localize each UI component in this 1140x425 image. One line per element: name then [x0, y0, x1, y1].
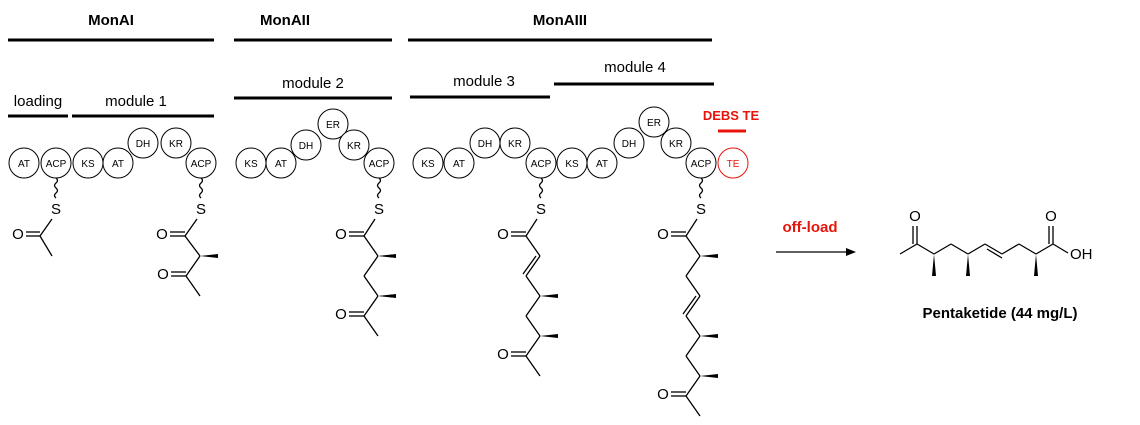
domain-er-2: ER: [317, 108, 349, 140]
domain-er-4: ER: [638, 106, 670, 138]
svg-text:O: O: [657, 386, 669, 403]
domain-dh-3: DH: [469, 127, 501, 159]
svg-text:O: O: [156, 226, 168, 243]
domain-dh-1: DH: [127, 127, 159, 159]
svg-text:S: S: [696, 201, 706, 218]
module-label-4: module 4: [604, 59, 666, 76]
domain-acp-4: ACP: [685, 147, 717, 179]
domain-acp-loading: ACP: [40, 147, 72, 179]
intermediate-module-1: S O O: [156, 201, 218, 297]
svg-text:ACP: ACP: [191, 159, 212, 170]
intermediate-module-2: S O O: [335, 201, 396, 337]
offload-label: off-load: [783, 219, 838, 236]
module-label-3: module 3: [453, 73, 515, 90]
svg-text:KR: KR: [347, 141, 361, 152]
svg-text:TE: TE: [727, 159, 740, 170]
svg-text:KS: KS: [421, 159, 435, 170]
svg-text:ACP: ACP: [369, 159, 390, 170]
svg-text:O: O: [157, 266, 169, 283]
product-label: Pentaketide (44 mg/L): [922, 305, 1077, 322]
domain-ks-3: KS: [412, 147, 444, 179]
domain-te: TE: [717, 147, 749, 179]
intermediate-module-3: S O O: [497, 201, 558, 377]
domain-acp-2: ACP: [363, 147, 395, 179]
svg-text:ER: ER: [647, 118, 661, 129]
acp-tethers: [53, 177, 704, 199]
svg-text:DH: DH: [136, 139, 150, 150]
svg-text:KR: KR: [169, 139, 183, 150]
protein-label-monaii: MonAII: [260, 12, 310, 29]
module-label-2: module 2: [282, 75, 344, 92]
domain-dh-4: DH: [613, 127, 645, 159]
svg-text:O: O: [335, 306, 347, 323]
domain-kr-1: KR: [160, 127, 192, 159]
svg-text:KS: KS: [244, 159, 258, 170]
svg-text:DH: DH: [299, 141, 313, 152]
svg-text:O: O: [909, 208, 921, 225]
svg-text:KS: KS: [81, 159, 95, 170]
offload-arrow: off-load: [776, 219, 856, 256]
svg-text:O: O: [335, 226, 347, 243]
domain-at-3: AT: [443, 147, 475, 179]
domain-kr-2: KR: [338, 129, 370, 161]
protein-label-monai: MonAI: [88, 12, 134, 29]
domain-ks-2: KS: [235, 147, 267, 179]
svg-text:KR: KR: [669, 139, 683, 150]
svg-text:AT: AT: [596, 159, 608, 170]
svg-text:O: O: [12, 226, 24, 243]
product-structure: O O OH: [899, 208, 1093, 276]
svg-text:O: O: [657, 226, 669, 243]
svg-text:S: S: [196, 201, 206, 218]
svg-text:AT: AT: [275, 159, 287, 170]
domain-acp-3: ACP: [525, 147, 557, 179]
domain-at-1: AT: [102, 147, 134, 179]
domain-acp-1: ACP: [185, 147, 217, 179]
svg-text:AT: AT: [453, 159, 465, 170]
module-labels: loading module 1 module 2 module 3 modul…: [8, 59, 760, 133]
protein-label-monaiii: MonAIII: [533, 12, 587, 29]
svg-text:KS: KS: [565, 159, 579, 170]
domain-ks-4: KS: [556, 147, 588, 179]
domain-at-2: AT: [265, 147, 297, 179]
svg-text:O: O: [497, 346, 509, 363]
svg-text:ACP: ACP: [531, 159, 552, 170]
svg-text:OH: OH: [1070, 246, 1093, 263]
intermediate-loading: S O: [12, 201, 61, 257]
svg-text:ACP: ACP: [46, 159, 67, 170]
domain-kr-3: KR: [499, 127, 531, 159]
svg-text:S: S: [374, 201, 384, 218]
protein-headers: MonAI MonAII MonAIII: [8, 12, 712, 42]
svg-text:ACP: ACP: [691, 159, 712, 170]
svg-text:DH: DH: [622, 139, 636, 150]
svg-text:O: O: [497, 226, 509, 243]
svg-text:KR: KR: [508, 139, 522, 150]
module-label-loading: loading: [14, 93, 62, 110]
svg-text:ER: ER: [326, 120, 340, 131]
debs-te-label: DEBS TE: [703, 108, 760, 123]
intermediate-module-4: S O O: [657, 201, 718, 417]
svg-text:S: S: [51, 201, 61, 218]
domain-at-loading: AT: [8, 147, 40, 179]
module-label-1: module 1: [105, 93, 167, 110]
svg-text:S: S: [536, 201, 546, 218]
svg-text:AT: AT: [112, 159, 124, 170]
domain-dh-2: DH: [290, 129, 322, 161]
domain-kr-4: KR: [660, 127, 692, 159]
domain-at-4: AT: [586, 147, 618, 179]
domain-ks-1: KS: [72, 147, 104, 179]
svg-text:AT: AT: [18, 159, 30, 170]
svg-text:DH: DH: [478, 139, 492, 150]
svg-text:O: O: [1045, 208, 1057, 225]
